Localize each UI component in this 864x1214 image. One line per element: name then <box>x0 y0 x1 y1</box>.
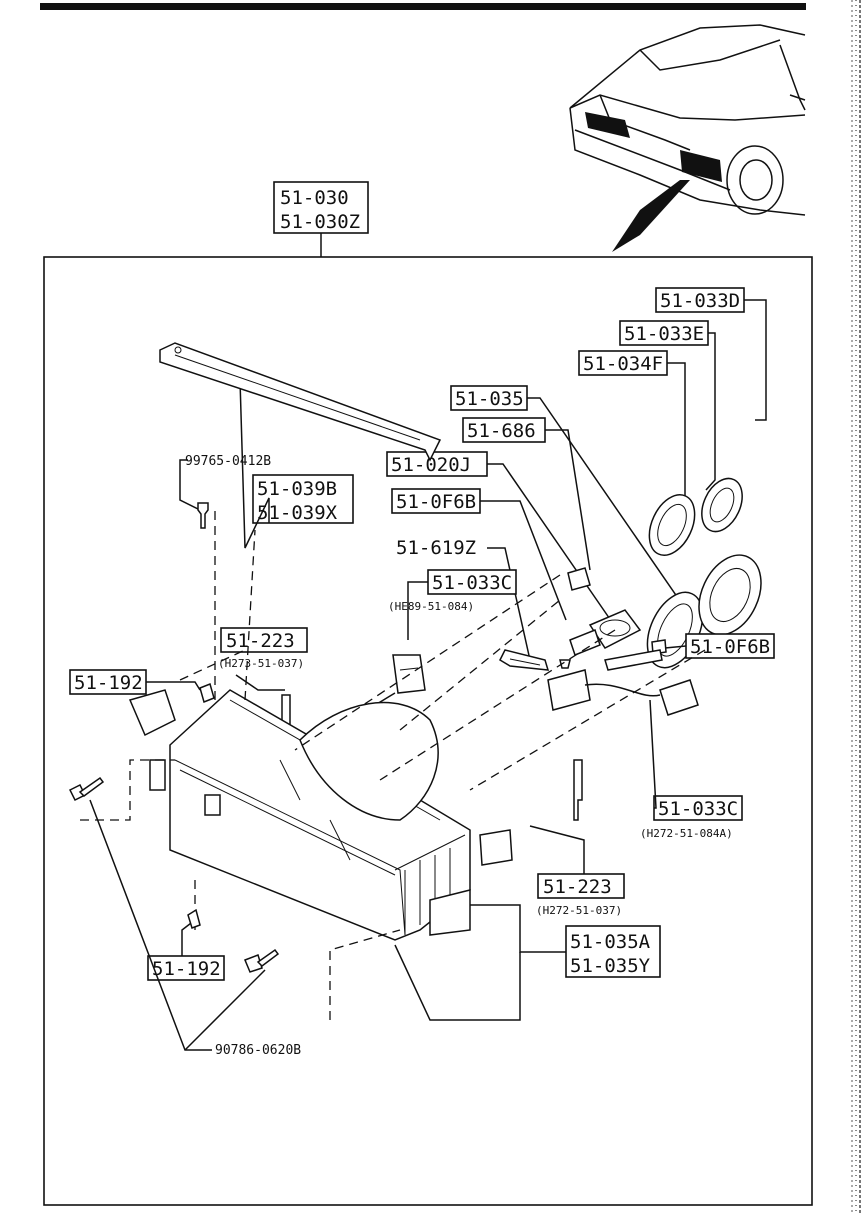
diagram-frame <box>43 256 813 1206</box>
svg-text:51-223: 51-223 <box>226 630 295 652</box>
bulb <box>569 609 642 656</box>
callout-51-035A: 51-035A 51-035Y <box>394 904 661 1021</box>
svg-text:(H272-51-084A): (H272-51-084A) <box>640 827 733 840</box>
svg-text:51-033D: 51-033D <box>660 290 740 312</box>
callout-51-035: 51-035 <box>450 385 701 631</box>
svg-text:51-035A: 51-035A <box>570 931 651 953</box>
svg-text:(HE89-51-084): (HE89-51-084) <box>388 600 474 613</box>
retainer-ring-51-033E <box>701 477 743 533</box>
assembly-guide-lines <box>80 510 706 1020</box>
svg-text:51-033E: 51-033E <box>624 323 704 345</box>
callout-51-033C-lower: 51-033C (H272-51-084A) <box>547 649 743 840</box>
callout-99765-0412B: 99765-0412B <box>179 454 271 529</box>
callout-51-192-upper: 51-192 <box>69 669 215 704</box>
svg-text:90786-0620B: 90786-0620B <box>215 1043 301 1058</box>
svg-text:51-192: 51-192 <box>74 672 143 694</box>
callout-90786-0620B: 90786-0620B <box>89 799 301 1058</box>
svg-text:51-686: 51-686 <box>467 420 536 442</box>
svg-text:99765-0412B: 99765-0412B <box>185 454 271 469</box>
bolt-left <box>68 776 105 802</box>
svg-text:51-039X: 51-039X <box>257 502 338 524</box>
assembly-number: 51-030 <box>280 187 349 209</box>
callout-51-033D: 51-033D <box>655 287 767 421</box>
assembly-number-alt: 51-030Z <box>280 211 360 233</box>
svg-text:51-020J: 51-020J <box>391 454 471 476</box>
svg-text:51-039B: 51-039B <box>257 478 337 500</box>
svg-text:51-034F: 51-034F <box>583 353 663 375</box>
svg-text:51-033C: 51-033C <box>658 798 738 820</box>
svg-text:51-035Y: 51-035Y <box>570 955 651 977</box>
svg-text:51-0F6B: 51-0F6B <box>690 636 770 658</box>
svg-text:51-619Z: 51-619Z <box>396 537 476 559</box>
callout-51-223-lower: 51-223 (H272-51-037) <box>529 759 625 917</box>
callout-51-034F: 51-034F <box>578 350 686 505</box>
svg-text:(H273-51-037): (H273-51-037) <box>218 657 304 670</box>
callout-51-0F6B-upper: 51-0F6B <box>391 488 567 621</box>
svg-text:51-223: 51-223 <box>543 876 612 898</box>
callout-51-686: 51-686 <box>462 417 591 571</box>
callout-51-619Z: 51-619Z <box>396 537 531 661</box>
callout-51-039: 51-039B 51-039X <box>239 379 354 549</box>
top-rule <box>40 3 806 10</box>
wire-clip <box>499 649 571 671</box>
svg-text:51-0F6B: 51-0F6B <box>396 491 476 513</box>
seal-ring-51-034F <box>648 494 696 556</box>
car-locator-illustration <box>569 24 806 252</box>
svg-text:51-033C: 51-033C <box>432 572 512 594</box>
socket-cap <box>567 567 591 591</box>
svg-text:51-035: 51-035 <box>455 388 524 410</box>
callout-51-033E: 51-033E <box>619 320 716 491</box>
scan-edge <box>851 0 864 1214</box>
mounting-strip <box>159 342 442 462</box>
assembly-label: 51-030 51-030Z <box>273 181 369 257</box>
headlamp-housing <box>128 689 513 941</box>
cover-51-033D <box>698 554 762 636</box>
callout-51-192-lower: 51-192 <box>147 908 225 981</box>
svg-text:(H272-51-037): (H272-51-037) <box>536 904 622 917</box>
svg-text:51-192: 51-192 <box>152 958 221 980</box>
bolt-bottom <box>244 948 280 973</box>
callout-51-0F6B-lower: 51-0F6B <box>651 633 775 659</box>
